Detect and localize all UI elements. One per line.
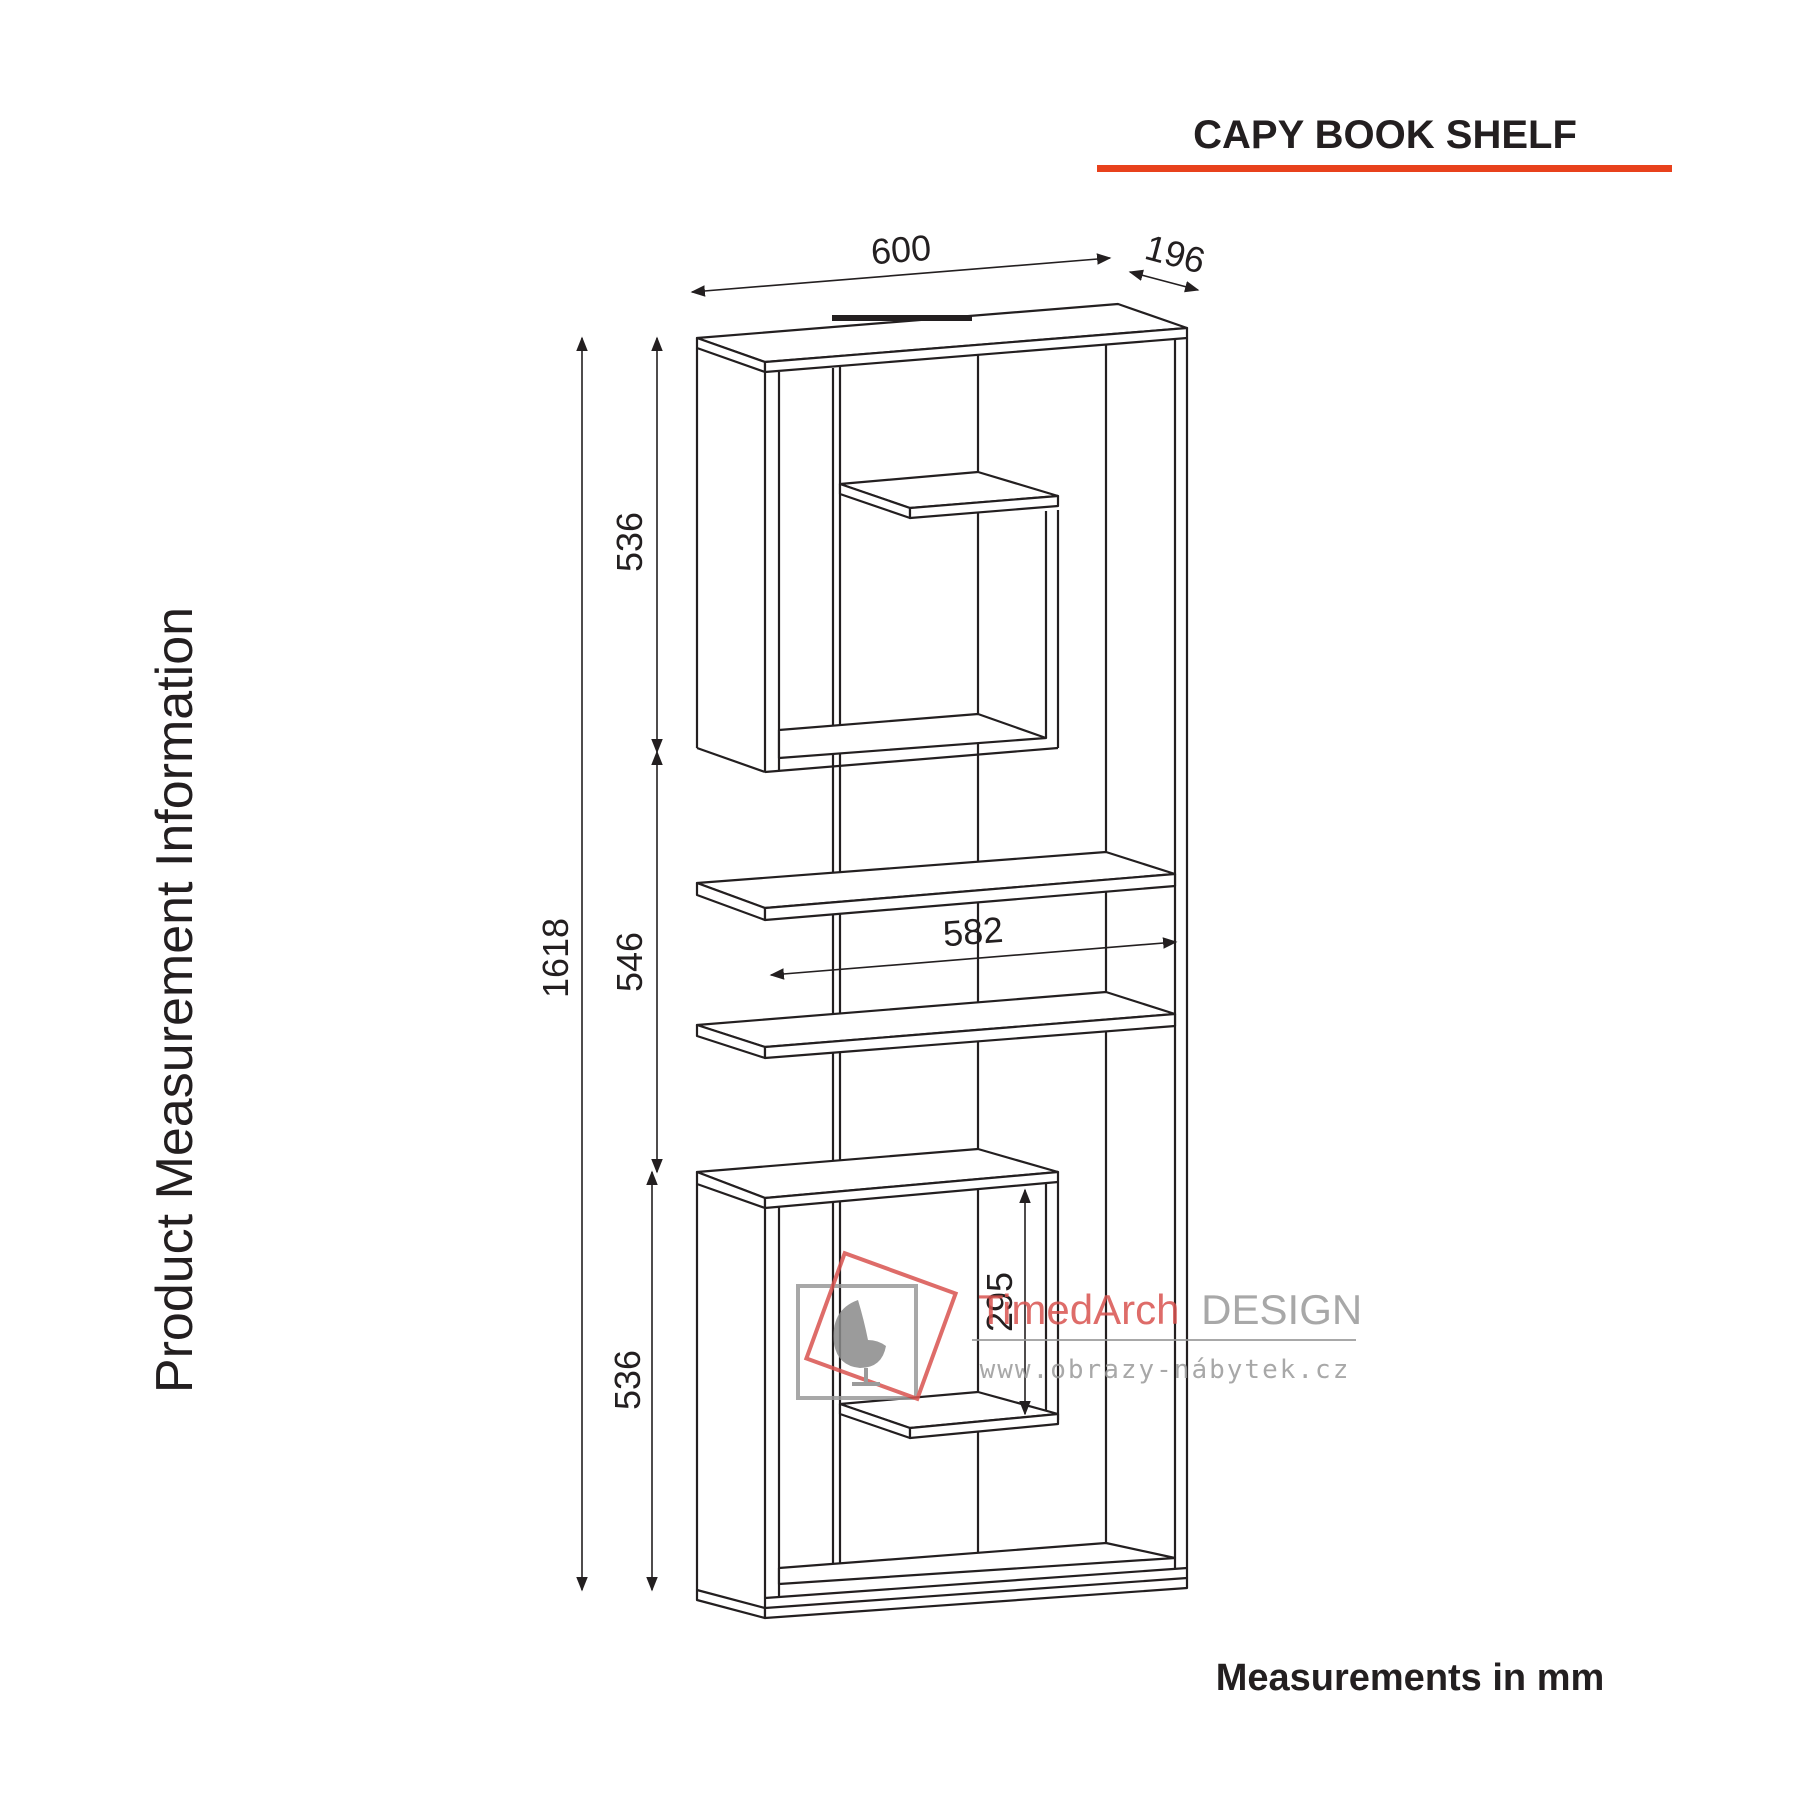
page-title: CAPY BOOK SHELF bbox=[1193, 113, 1577, 157]
upper-box bbox=[695, 348, 1060, 774]
watermark-brand: TimedArch DESIGN bbox=[978, 1286, 1362, 1333]
total-height-label: 1618 bbox=[535, 918, 576, 998]
units-note: Measurements in mm bbox=[1216, 1657, 1605, 1699]
middle-section-label: 546 bbox=[609, 932, 650, 992]
shelf-drawing bbox=[695, 302, 1189, 1620]
top-panel bbox=[695, 302, 1189, 374]
dimension-labels: 600 196 1618 536 546 536 582 295 bbox=[535, 226, 1210, 1410]
depth-label: 196 bbox=[1141, 226, 1210, 281]
upper-section-label: 536 bbox=[609, 512, 650, 572]
depth-dimension-line bbox=[1128, 269, 1200, 293]
width-dimension-line bbox=[690, 253, 1112, 297]
watermark-brand-part2: DESIGN bbox=[1201, 1286, 1362, 1333]
watermark-brand-part1: TimedArch bbox=[978, 1286, 1180, 1333]
middle-shelf-2 bbox=[695, 990, 1177, 1060]
middle-shelf-1 bbox=[695, 850, 1177, 922]
egg-chair-icon bbox=[796, 1250, 959, 1402]
watermark: TimedArch DESIGN www.obrazy-nábytek.cz bbox=[796, 1250, 1362, 1402]
dimension-lines bbox=[576, 253, 1200, 1592]
lower-box bbox=[695, 1147, 1060, 1608]
inner-width-label: 582 bbox=[941, 909, 1004, 955]
lower-section-label: 536 bbox=[607, 1350, 648, 1410]
watermark-url: www.obrazy-nábytek.cz bbox=[980, 1355, 1351, 1385]
title-underline bbox=[1097, 165, 1672, 172]
inner-height-label: 295 bbox=[979, 1272, 1020, 1332]
bottom-panel bbox=[695, 1541, 1189, 1620]
side-label: Product Measurement Information bbox=[146, 607, 204, 1393]
width-label: 600 bbox=[869, 227, 932, 273]
inner-width-line bbox=[769, 937, 1178, 980]
